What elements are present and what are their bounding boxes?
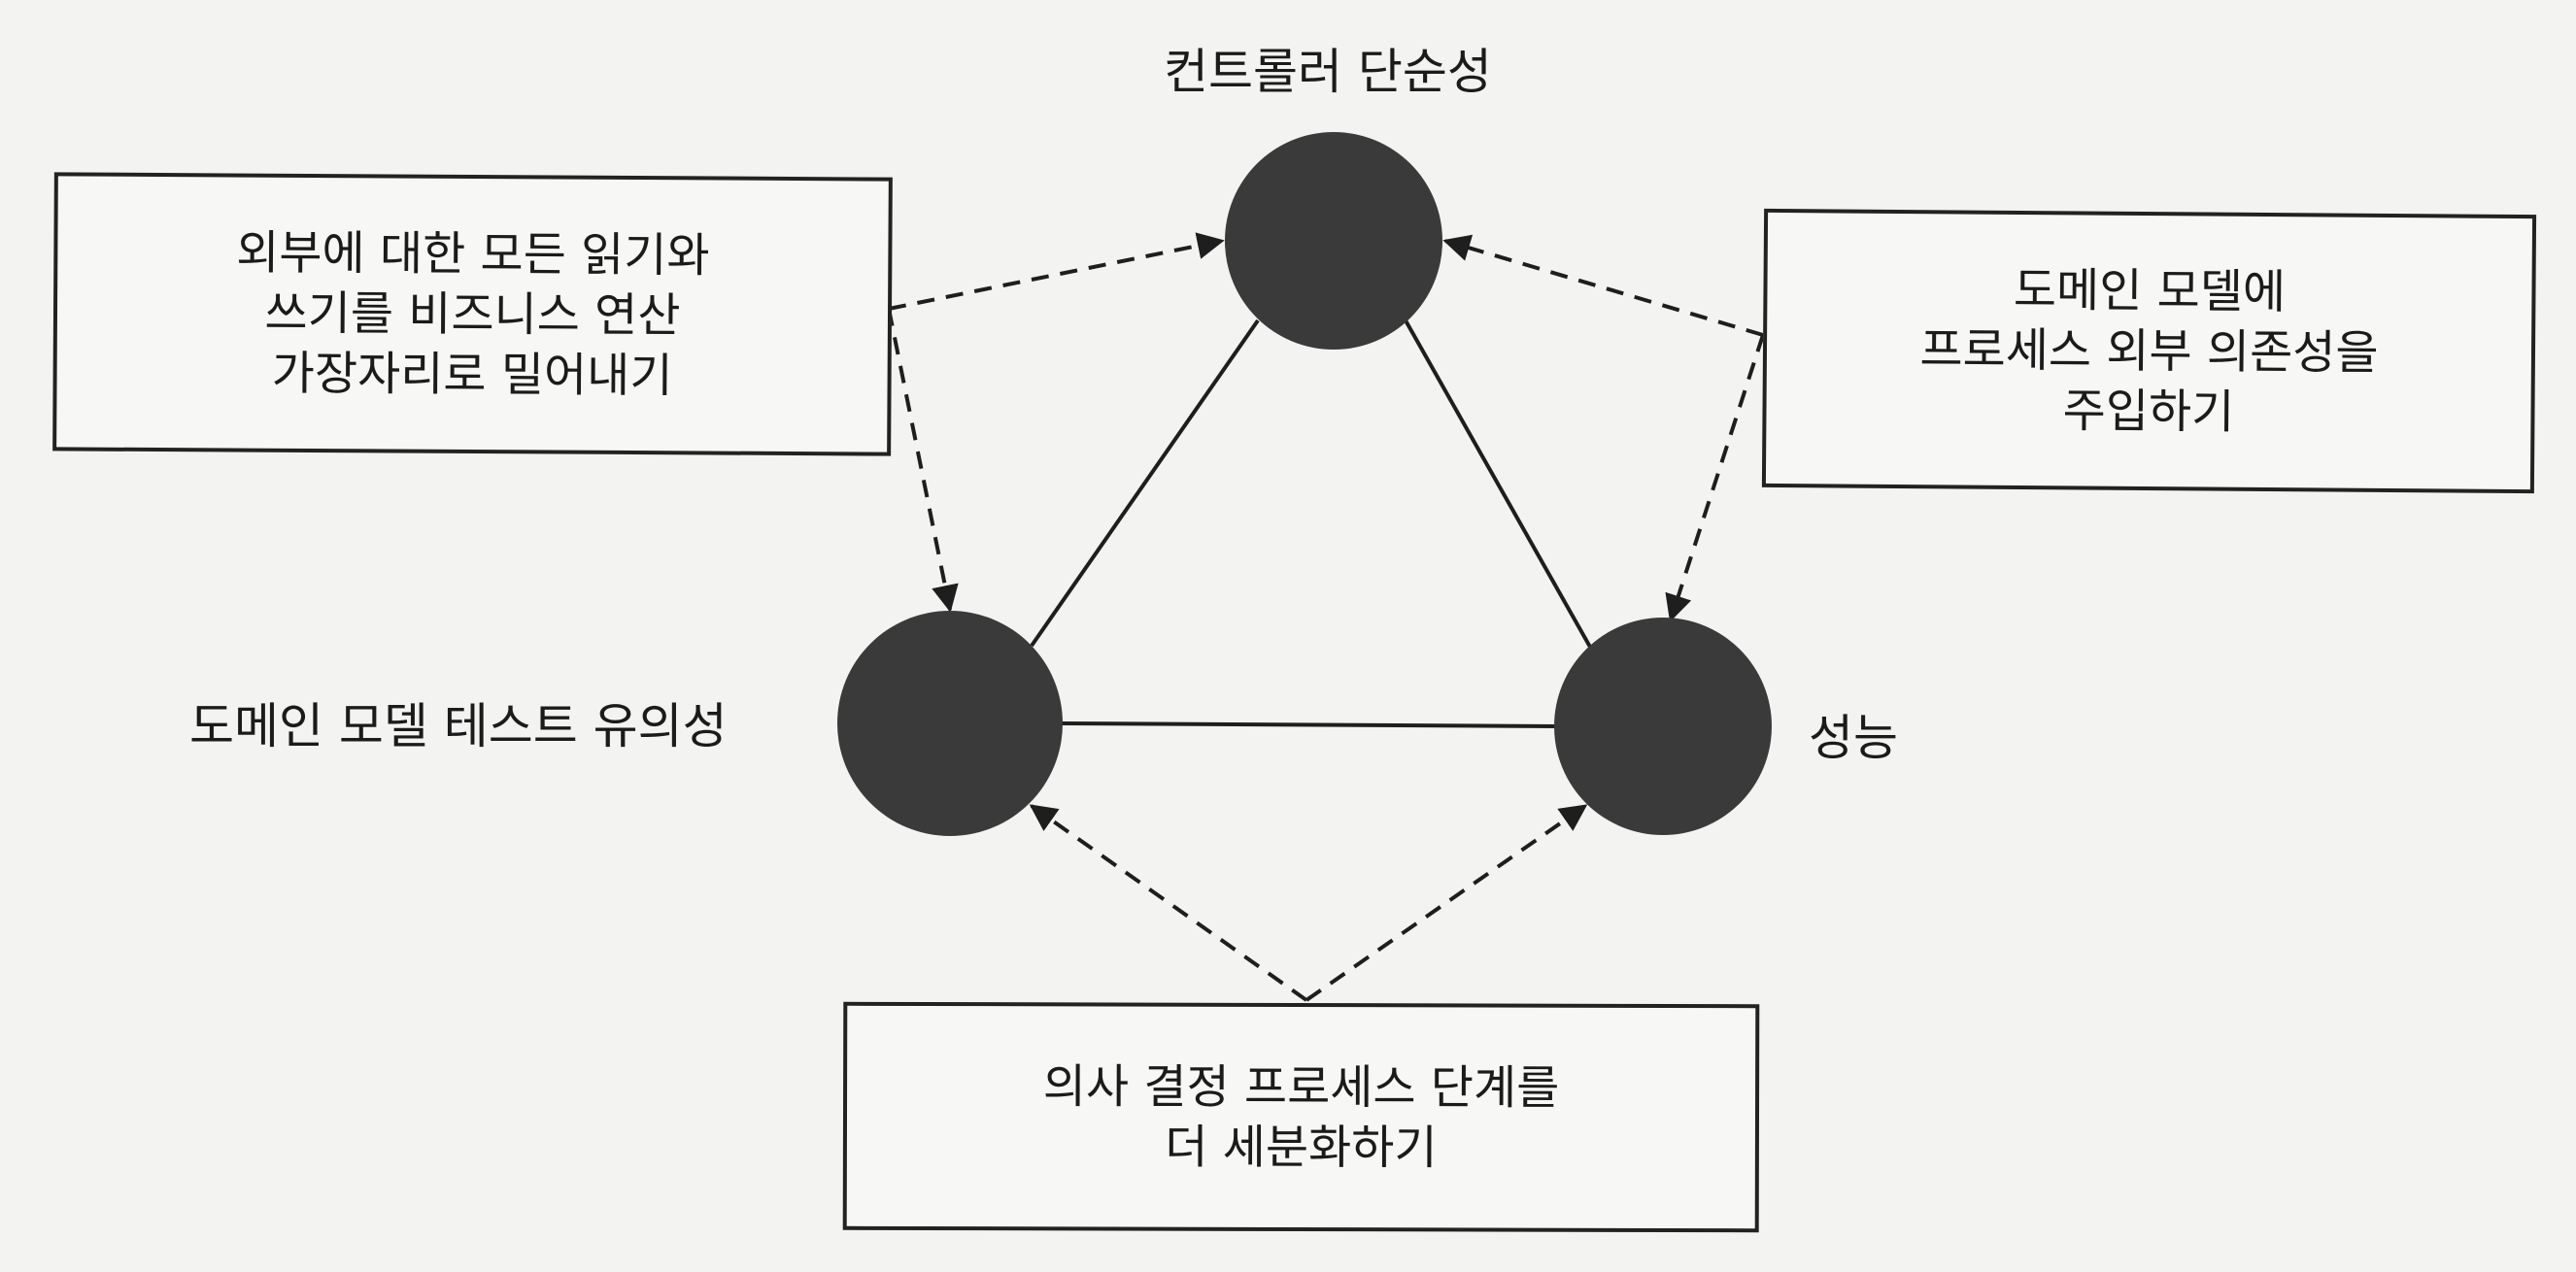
arrow-topleft-to-left xyxy=(887,308,959,613)
box-inject-dependencies: 도메인 모델에 프로세스 외부 의존성을 주입하기 xyxy=(1761,208,2537,494)
box-push-io-line-3: 가장자리로 밀어내기 xyxy=(271,346,673,403)
box-inject-line-1: 도메인 모델에 xyxy=(2013,262,2287,319)
node-label-controller-simplicity: 컨트롤러 단순성 xyxy=(1164,44,1492,100)
edge-top-left xyxy=(1030,318,1260,648)
box-push-io-line-1: 외부에 대한 모든 읽기와 xyxy=(236,225,710,283)
node-performance xyxy=(1554,618,1772,835)
edge-bottom xyxy=(1061,721,1557,728)
node-controller-simplicity xyxy=(1225,132,1442,350)
box-split-line-2: 더 세분화하기 xyxy=(1165,1120,1438,1175)
node-label-performance: 성능 xyxy=(1809,710,1898,766)
box-inject-line-2: 프로세스 외부 의존성을 xyxy=(1919,321,2379,381)
arrow-topright-to-right xyxy=(1665,334,1765,622)
box-split-decision-process: 의사 결정 프로세스 단계를 더 세분화하기 xyxy=(842,1001,1760,1233)
arrow-bottom-to-left xyxy=(1029,804,1308,1002)
node-domain-model-testability xyxy=(837,611,1063,836)
node-label-domain-model-testability: 도메인 모델 테스트 유의성 xyxy=(189,698,728,754)
edge-top-right xyxy=(1404,319,1593,650)
box-push-io-line-2: 쓰기를 비즈니스 연산 xyxy=(264,285,681,343)
arrow-bottom-to-right xyxy=(1305,804,1588,1002)
arrow-topright-to-top xyxy=(1442,234,1764,337)
box-push-io-to-edges: 외부에 대한 모든 읽기와 쓰기를 비즈니스 연산 가장자리로 밀어내기 xyxy=(52,172,893,456)
box-inject-line-3: 주입하기 xyxy=(2062,383,2235,440)
arrow-topleft-to-top xyxy=(888,232,1225,311)
box-split-line-1: 의사 결정 프로세스 단계를 xyxy=(1042,1058,1560,1116)
